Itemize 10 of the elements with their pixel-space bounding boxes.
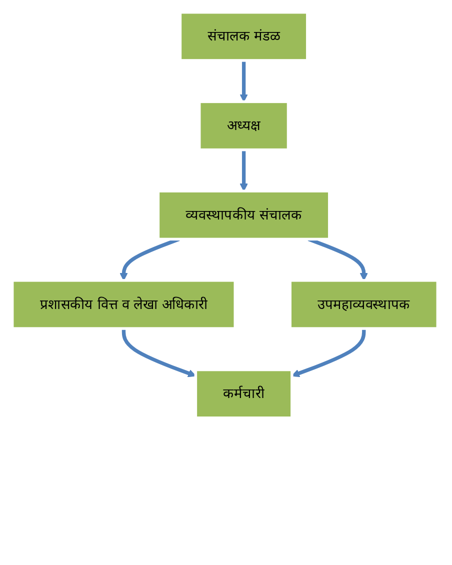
- arrow: [240, 150, 248, 192]
- arrow: [240, 60, 248, 102]
- node-box: अध्यक्ष: [198, 100, 290, 152]
- node-box: कर्मचारी: [194, 368, 294, 420]
- arrow: [122, 328, 196, 378]
- node-box: उपमहाव्यवस्थापक: [288, 279, 440, 330]
- node-box: संचालक मंडळ: [178, 10, 309, 62]
- node-box: प्रशासकीय वित्त व लेखा अधिकारी: [10, 279, 236, 330]
- node-box: व्यवस्थापकीय संचालक: [156, 190, 331, 241]
- arrow: [292, 328, 366, 378]
